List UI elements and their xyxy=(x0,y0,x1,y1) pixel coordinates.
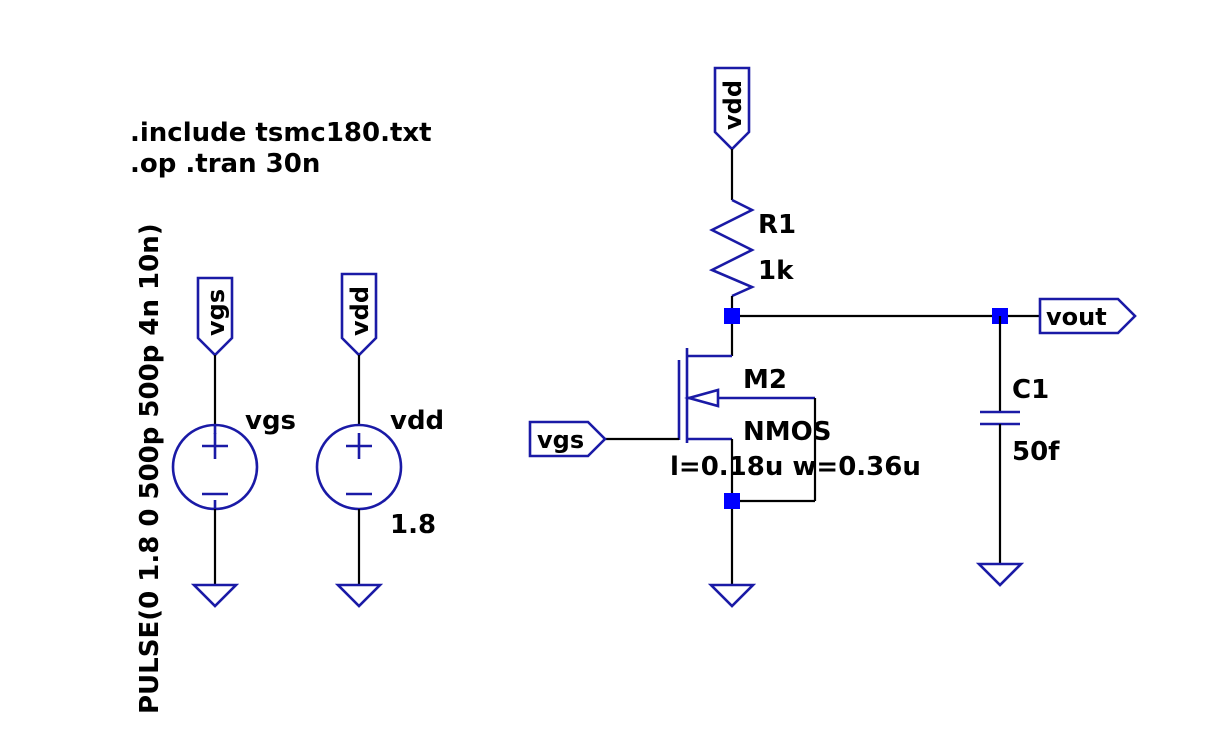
net-flag-vout[interactable]: vout xyxy=(1038,297,1137,335)
mosfet-body-arrow xyxy=(684,388,720,408)
resistor-name[interactable]: R1 xyxy=(758,210,796,240)
source-name-vgs[interactable]: vgs xyxy=(245,406,296,436)
directive-analysis[interactable]: .op .tran 30n xyxy=(130,149,320,179)
ground-symbol xyxy=(190,583,240,608)
nmos-m2[interactable]: M2 NMOS l=0.18u w=0.36u xyxy=(605,348,921,608)
mosfet-model[interactable]: NMOS xyxy=(743,417,831,447)
net-flag-label: vgs xyxy=(537,426,584,454)
ground-symbol xyxy=(975,562,1025,587)
directive-include[interactable]: .include tsmc180.txt xyxy=(130,118,432,148)
source-value-vdd[interactable]: 1.8 xyxy=(390,510,436,540)
resistor-value[interactable]: 1k xyxy=(758,256,794,286)
net-flag-label: vout xyxy=(1046,303,1107,331)
net-flag-label: vgs xyxy=(202,289,230,336)
vdd-source[interactable]: vdd vdd 1.8 xyxy=(315,272,444,608)
resistor-symbol xyxy=(708,198,756,298)
capacitor-value[interactable]: 50f xyxy=(1012,437,1060,467)
junction-source xyxy=(724,493,740,509)
capacitor-name[interactable]: C1 xyxy=(1012,375,1049,405)
net-flag-label: vdd xyxy=(719,80,747,130)
source-name-vdd[interactable]: vdd xyxy=(390,406,444,436)
net-flag-label: vdd xyxy=(346,286,374,336)
net-flag-vdd-source[interactable]: vdd xyxy=(340,272,378,357)
vgs-source[interactable]: vgs vgs PULSE(0 1.8 0 500p 500p 4n 10n) xyxy=(135,223,296,714)
net-flag-vgs-gate[interactable]: vgs xyxy=(528,420,607,458)
mosfet-params[interactable]: l=0.18u w=0.36u xyxy=(670,452,921,482)
resistor-r1[interactable]: vdd R1 1k xyxy=(708,66,796,356)
net-flag-vdd-top[interactable]: vdd xyxy=(713,66,751,151)
mosfet-name[interactable]: M2 xyxy=(743,365,787,395)
source-value-vgs[interactable]: PULSE(0 1.8 0 500p 500p 4n 10n) xyxy=(135,223,165,714)
ground-symbol xyxy=(334,583,384,608)
net-flag-vgs-source[interactable]: vgs xyxy=(196,276,234,357)
junction-drain xyxy=(724,308,740,324)
capacitor-c1[interactable]: C1 50f xyxy=(975,316,1060,587)
ground-symbol xyxy=(707,583,757,608)
